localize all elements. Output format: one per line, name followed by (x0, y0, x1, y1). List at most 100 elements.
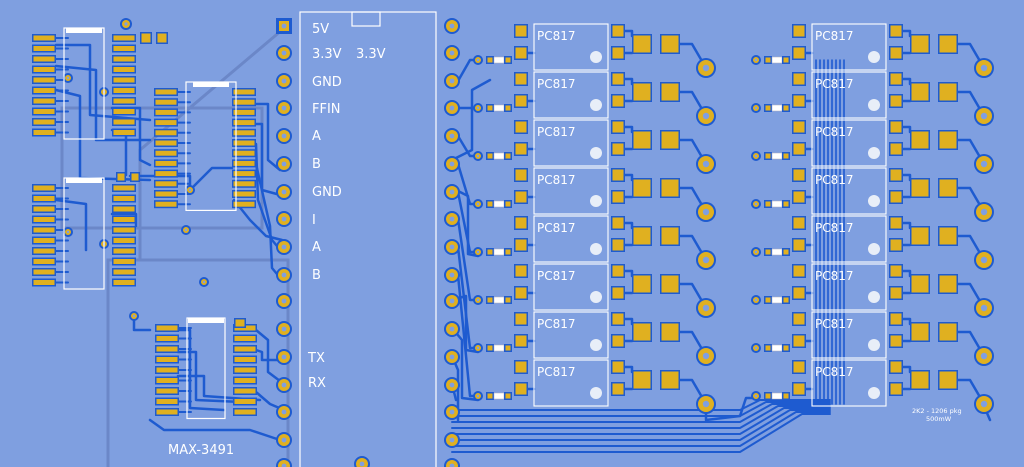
chip-u3-pad-left-8 (155, 160, 177, 166)
opto-col-b-row-7-pad-3 (890, 335, 902, 347)
copper-trace (232, 198, 284, 242)
via-drill (188, 188, 192, 192)
opto-col-a-row-5-resistor-pad-1 (487, 249, 493, 255)
chip-u2-pad-left-10 (33, 280, 55, 285)
header-right-pin-2-drill (449, 50, 455, 56)
chip-u3-pad-right-6 (233, 140, 255, 146)
opto-col-a-row-7-pin1-dot (590, 339, 602, 351)
via-drill (66, 76, 70, 80)
opto-col-b-row-5-resistor-body (771, 248, 783, 256)
opto-col-a-row-7-outline (533, 311, 609, 359)
opto-col-b-row-1-pad-3 (890, 47, 902, 59)
opto-col-a-row-7-trace (623, 317, 634, 326)
opto-col-b-row-4-via-drill (754, 202, 758, 206)
opto-col-a-row-7-label: PC817 (537, 317, 576, 331)
label-a-2: A (312, 240, 321, 255)
opto-col-a-row-8-trace (623, 365, 634, 374)
opto-col-b-row-7-out-pad-2 (939, 323, 957, 341)
optocoupler-array: PC817PC817PC817PC817PC817PC817PC817PC817… (537, 29, 854, 379)
bottom-bus-trace (451, 407, 831, 435)
opto-col-b-row-5-trace (901, 221, 912, 230)
bottom-bus-trace (451, 401, 831, 417)
opto-col-b-row-4-pad-2 (793, 191, 805, 203)
chip-u3-pad-left-3 (155, 109, 177, 115)
opto-col-a-row-7-pad-3 (612, 335, 624, 347)
opto-col-a-row-4-pad-2 (515, 191, 527, 203)
opto-col-b-row-1-trace (901, 29, 912, 38)
opto-col-a-row-5-pad-1 (515, 217, 527, 229)
via-drill (184, 228, 188, 232)
header-right-pin-7-drill (449, 189, 455, 195)
opto-col-b-row-2-outline (811, 71, 887, 119)
cap-c3-pad-1 (235, 319, 245, 327)
opto-col-a-row-4-pad-3 (612, 191, 624, 203)
bottom-bus-trace (451, 405, 831, 429)
chip-u2-pad-right-6 (113, 238, 135, 243)
header-right-pin-14-drill (449, 382, 455, 388)
header-left-pin-13-drill (281, 354, 287, 360)
opto-col-a-row-2-via-drill (476, 106, 480, 110)
header-left-pin-5-drill (281, 133, 287, 139)
label-gnd-2: GND (312, 185, 342, 200)
opto-col-a-row-8-out-pad-2 (661, 371, 679, 389)
chip-label-max3491: MAX-3491 (168, 443, 234, 458)
chip-u3-pad-left-2 (155, 99, 177, 105)
opto-col-a-row-7-resistor-pad-1 (487, 345, 493, 351)
opto-col-b-row-1-label: PC817 (815, 29, 854, 43)
opto-col-b-row-1-terminal-drill (980, 64, 988, 72)
opto-col-b-row-2-pad-1 (793, 73, 805, 85)
opto-col-a-row-6-terminal-drill (702, 304, 710, 312)
opto-col-b-row-3-label: PC817 (815, 125, 854, 139)
label-a-1: A (312, 129, 321, 144)
chip-u2-pad-left-9 (33, 269, 55, 275)
chip-max3491-pad-right-9 (234, 409, 256, 415)
bottom-bus-trace (451, 411, 831, 447)
chip-u3-pad-left-1 (155, 89, 177, 95)
opto-col-b-row-2-out-pad-1 (911, 83, 929, 101)
chip-max3491-pad-left-5 (156, 367, 178, 373)
opto-col-a-row-6-label: PC817 (537, 269, 576, 283)
chip-u3-pad-left-6 (155, 140, 177, 146)
opto-col-b-row-2-label: PC817 (815, 77, 854, 91)
opto-col-a-row-1-pad-2 (515, 47, 527, 59)
chip-u3-pad-left-10 (155, 181, 177, 187)
opto-col-b-row-8-pad-2 (793, 383, 805, 395)
opto-col-a-row-7-resistor-pad-2 (505, 345, 511, 351)
opto-col-b-row-6-resistor-body (771, 296, 783, 304)
opto-col-a-row-1-pad-3 (612, 47, 624, 59)
chip-u1-pad-left-5 (33, 77, 55, 83)
opto-col-a-row-6-via-drill (476, 298, 480, 302)
bottom-bus-trace (451, 413, 831, 453)
opto-col-a-row-5-terminal-drill (702, 256, 710, 264)
chip-u3-pad-left-4 (155, 120, 177, 126)
opto-col-b-row-3-pin1-dot (868, 147, 880, 159)
opto-col-b-row-5-resistor-pad-1 (765, 249, 771, 255)
opto-col-b-row-7-pad-4 (890, 313, 902, 325)
chip-u2-pad-left-7 (33, 248, 55, 254)
chip-u2-pad-right-8 (113, 259, 135, 264)
opto-col-b-row-7-terminal-drill (980, 352, 988, 360)
opto-col-b-row-7-resistor-pad-1 (765, 345, 771, 351)
opto-col-a-row-6-resistor-pad-2 (505, 297, 511, 303)
opto-col-a-row-3-label: PC817 (537, 125, 576, 139)
opto-col-b-row-6-pad-4 (890, 265, 902, 277)
chip-max3491-pad-left-6 (156, 378, 178, 383)
opto-col-b-row-6-pad-2 (793, 287, 805, 299)
opto-col-a-row-2-label: PC817 (537, 77, 576, 91)
opto-col-b-row-8-resistor-body (771, 392, 783, 400)
chip-u1-pad-right-2 (113, 46, 135, 51)
opto-col-a-row-2-pad-3 (612, 95, 624, 107)
chip-u2-pad-left-3 (33, 206, 55, 212)
chip-u1-notch (66, 28, 102, 33)
chip-u3-pad-right-10 (233, 181, 255, 187)
header-left-pin-6-drill (281, 161, 287, 167)
opto-col-b-row-1-pin1-dot (868, 51, 880, 63)
ground-pour-outline (106, 258, 290, 467)
opto-col-a-row-6-pad-3 (612, 287, 624, 299)
opto-col-b-row-2-out-pad-2 (939, 83, 957, 101)
cap-c2-pad-2 (131, 173, 139, 181)
opto-col-b-row-4-pin1-dot (868, 195, 880, 207)
copper-trace (254, 122, 286, 198)
opto-col-a-row-5-trace (623, 221, 634, 230)
opto-col-a-row-6-pad-1 (515, 265, 527, 277)
